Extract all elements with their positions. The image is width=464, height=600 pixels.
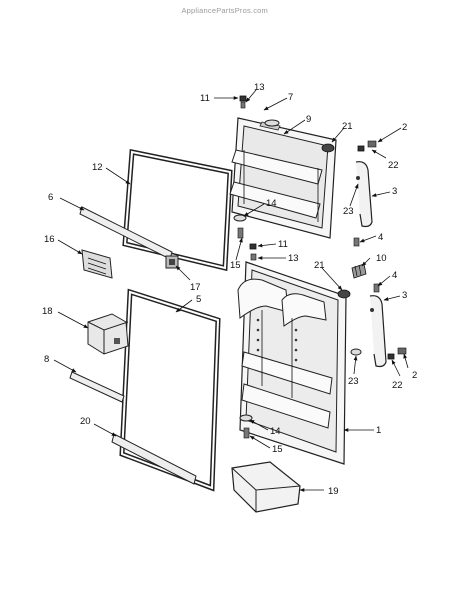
callout-1: 1 [376, 425, 381, 436]
callout-14-top: 14 [266, 198, 277, 209]
handle-screw-lower [353, 237, 360, 247]
callout-6: 6 [48, 192, 53, 203]
callout-2-bottom: 2 [412, 370, 417, 381]
callout-19: 19 [328, 486, 339, 497]
bottom-hinge-bushing [239, 414, 253, 439]
callout-11-middle: 11 [278, 239, 288, 250]
handle-spacer-lower [350, 348, 362, 356]
callout-16: 16 [44, 234, 55, 245]
top-hinge-screw [239, 95, 247, 109]
freezer-door-assembly [229, 117, 337, 239]
callout-3-middle: 3 [402, 290, 407, 301]
handle-screw-top [357, 140, 377, 152]
callout-15-top: 15 [230, 260, 241, 271]
fresh-food-door-assembly [237, 261, 347, 465]
watermark: AppliancePartsPros.com [181, 6, 268, 15]
freezer-door-handle [355, 161, 373, 228]
callout-18: 18 [42, 306, 53, 317]
callout-22-top: 22 [388, 160, 399, 171]
callout-2-top: 2 [402, 122, 407, 133]
handle-screw-bottom [387, 347, 407, 360]
callout-5: 5 [196, 294, 201, 305]
fresh-food-trim-strip [69, 371, 125, 403]
callout-10: 10 [376, 253, 387, 264]
fresh-food-door-handle [369, 295, 387, 368]
callout-20: 20 [80, 416, 91, 427]
callout-4-middle: 4 [392, 270, 397, 281]
callout-23-top: 23 [343, 206, 354, 217]
callout-4-top: 4 [378, 232, 383, 243]
callout-labels: 11 13 7 9 21 2 22 3 23 4 14 15 11 13 21 … [42, 82, 417, 497]
stop-clip-part [165, 255, 179, 269]
freezer-door-gasket [122, 148, 233, 272]
callout-9: 9 [306, 114, 311, 125]
callout-23-middle: 23 [348, 376, 359, 387]
fresh-food-door-gasket [119, 288, 221, 492]
callout-15-bottom: 15 [272, 444, 283, 455]
door-stop-part [351, 263, 367, 279]
callout-22-bottom: 22 [392, 380, 403, 391]
handle-plug-top [321, 143, 335, 153]
callout-13-top: 13 [254, 82, 265, 93]
freezer-hinge-bushing [233, 214, 247, 239]
callout-21-top: 21 [342, 121, 353, 132]
handle-screw-middle [373, 283, 380, 293]
callout-11-top: 11 [200, 93, 210, 104]
handle-plug-middle [337, 289, 351, 299]
callout-3-top: 3 [392, 186, 397, 197]
freezer-door-trim [264, 119, 280, 127]
hinge-cover-part [81, 249, 113, 279]
door-trim-strip [111, 433, 197, 485]
middle-hinge-screw [249, 243, 257, 261]
callout-13-middle: 13 [288, 253, 299, 264]
callout-21-middle: 21 [314, 260, 325, 271]
dairy-door-part [87, 313, 129, 355]
leader-lines [53, 89, 409, 492]
callout-8: 8 [44, 354, 49, 365]
callout-14-bottom: 14 [270, 426, 281, 437]
door-shelf-bin [231, 461, 301, 513]
callout-7: 7 [288, 92, 293, 103]
callout-17: 17 [190, 282, 201, 293]
callout-12: 12 [92, 162, 103, 173]
